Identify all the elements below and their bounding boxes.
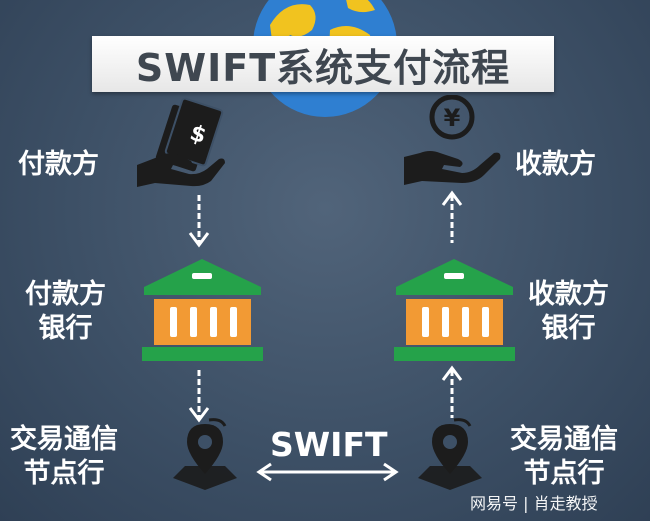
payer-label: 付款方 [18, 149, 99, 180]
title-banner: SWIFT系统支付流程 [92, 36, 554, 92]
watermark-text: 网易号 | 肖走教授 [470, 494, 598, 513]
payee-node-label: 交易通信 节点行 [510, 424, 618, 489]
payer-to-bank-arrow-icon [187, 193, 211, 248]
payee-bank-label: 收款方 银行 [528, 279, 609, 344]
payee-bank-icon [392, 255, 517, 365]
dollar-sign: $ [187, 121, 209, 150]
hand-receiving-yen-icon: ¥ [400, 95, 505, 190]
payee-node-location-pin-icon [410, 418, 490, 493]
hand-giving-cash-icon: $ [133, 95, 228, 190]
payer-node-label: 交易通信 节点行 [10, 424, 118, 489]
page-title: SWIFT系统支付流程 [135, 45, 511, 90]
yen-sign: ¥ [444, 104, 461, 132]
payer-bank-label: 付款方 银行 [25, 279, 106, 344]
swift-double-arrow-icon [255, 461, 400, 483]
payer-bank-icon [140, 255, 265, 365]
swift-network-label: SWIFT [270, 425, 388, 464]
payer-bank-to-node-arrow-icon [187, 368, 211, 423]
payer-node-location-pin-icon [165, 418, 245, 493]
bank-to-payee-arrow-icon [440, 190, 464, 245]
node-to-payee-bank-arrow-icon [440, 365, 464, 420]
payee-label: 收款方 [515, 149, 596, 180]
